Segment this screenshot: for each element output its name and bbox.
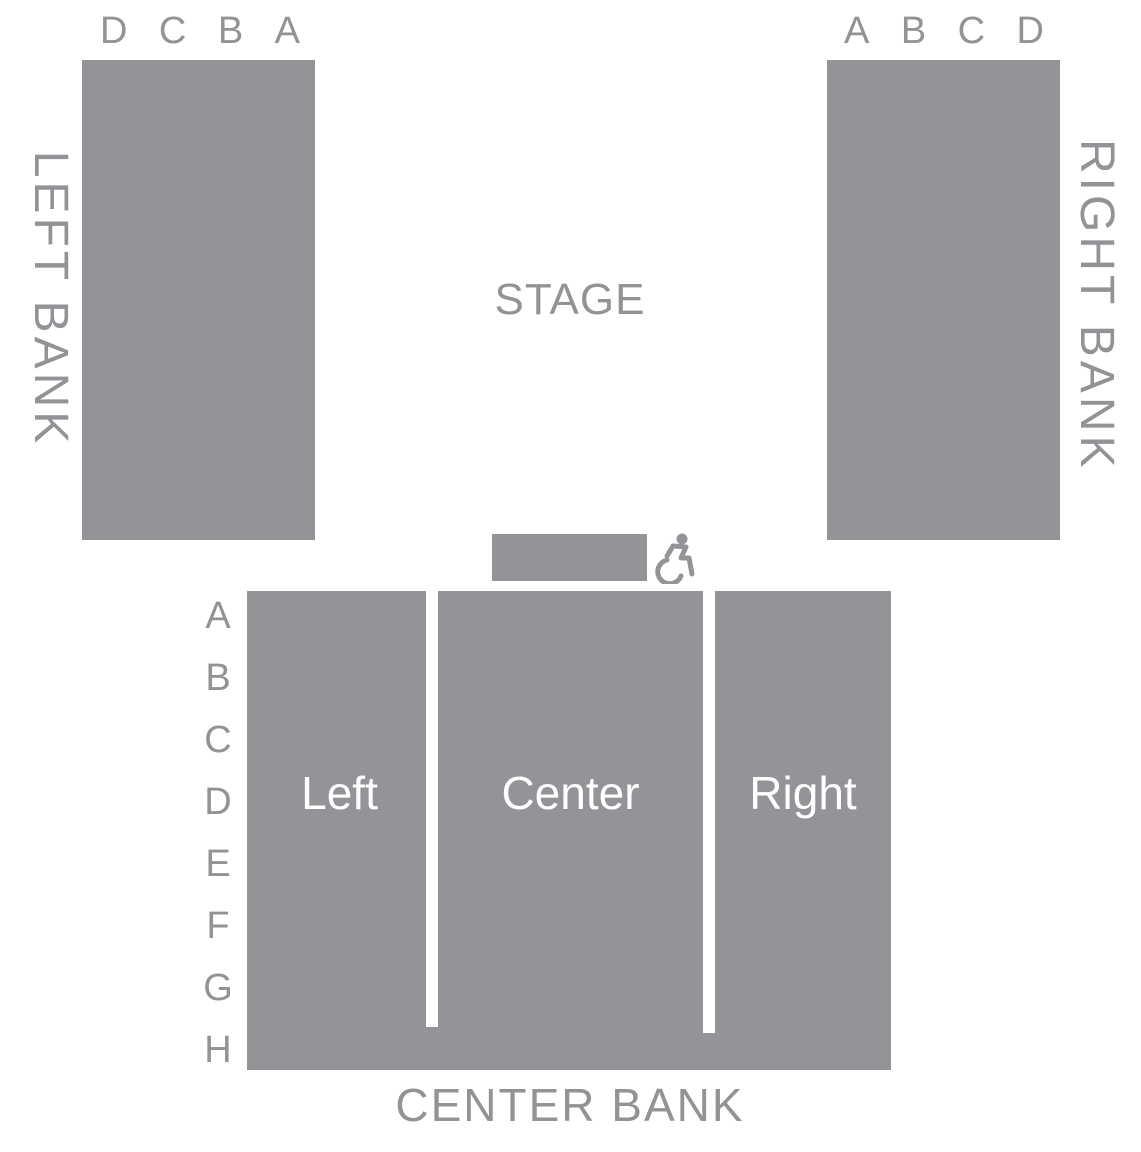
right-bank-label: RIGHT BANK xyxy=(1070,139,1123,472)
center-row-D: D xyxy=(204,781,232,823)
section-left-label: Left xyxy=(301,767,378,819)
right-bank-seating[interactable] xyxy=(827,60,1060,540)
accessible-wheelchair-icon xyxy=(655,533,695,584)
center-bank-right-aisle xyxy=(703,591,715,1033)
right-bank-row-C: C xyxy=(957,10,986,52)
left-bank-row-B: B xyxy=(217,10,244,52)
right-bank-row-B: B xyxy=(900,10,927,52)
center-row-B: B xyxy=(205,657,231,699)
center-row-C: C xyxy=(204,719,232,761)
center-row-G: G xyxy=(203,967,233,1009)
center-bank-row-letters: A B C D E F G H xyxy=(196,597,240,1069)
right-bank-row-D: D xyxy=(1016,10,1044,52)
center-row-F: F xyxy=(206,905,230,947)
left-bank-label: LEFT BANK xyxy=(24,150,77,448)
wheelchair-seating-area[interactable] xyxy=(492,534,647,581)
section-right-label: Right xyxy=(749,767,857,819)
center-bank-label: CENTER BANK xyxy=(395,1079,745,1131)
stage-label: STAGE xyxy=(494,275,646,324)
right-bank-row-A: A xyxy=(844,10,870,52)
center-bank-seating[interactable] xyxy=(247,591,891,1070)
center-row-A: A xyxy=(205,595,231,637)
right-bank-row-letters: A B C D xyxy=(844,10,1044,53)
center-row-E: E xyxy=(205,843,231,885)
left-bank-row-A: A xyxy=(274,10,300,52)
left-bank-row-letters: D C B A xyxy=(100,10,300,53)
left-bank-seating[interactable] xyxy=(82,60,315,540)
left-bank-row-D: D xyxy=(100,10,128,52)
center-bank-left-aisle xyxy=(426,591,438,1027)
center-row-H: H xyxy=(204,1029,232,1071)
left-bank-row-C: C xyxy=(158,10,187,52)
section-center-label: Center xyxy=(501,767,640,819)
